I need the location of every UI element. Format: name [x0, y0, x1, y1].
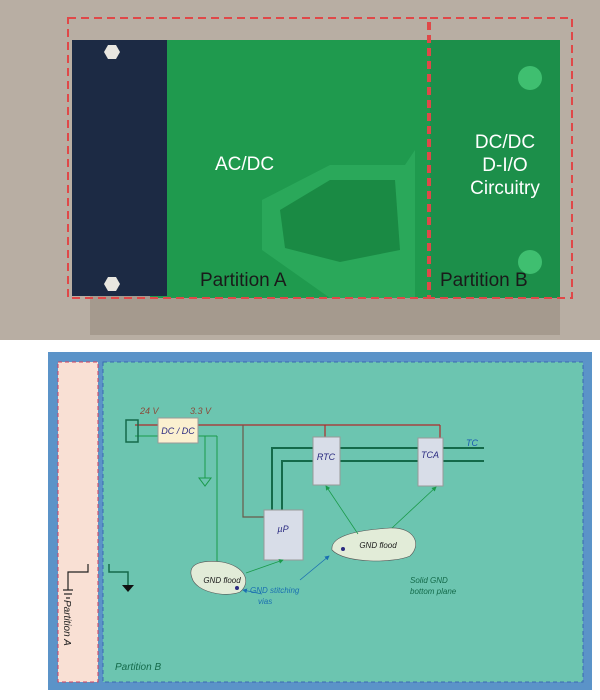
ground-icon [108, 564, 134, 592]
partition-b-outline [429, 17, 573, 299]
ground-lines [135, 435, 218, 563]
tca-label: TCA [421, 450, 439, 460]
block-diagram: 24 V 3.3 V DC / DC RTC TCA [48, 352, 592, 690]
stitching-label-line2: vias [258, 597, 272, 606]
gnd-flood-2-label: GND flood [359, 541, 397, 550]
power-rail [135, 424, 441, 438]
rtc-block [312, 436, 341, 486]
microprocessor-block [263, 509, 304, 561]
acdc-label: AC/DC [215, 154, 274, 175]
tca-block [417, 437, 444, 487]
gnd-flood-1 [190, 561, 246, 595]
capacitor [518, 66, 542, 90]
signal-bus [271, 447, 484, 510]
partition-a-outline [67, 17, 429, 299]
partition-b-label: Partition B [115, 662, 161, 673]
screw-head [104, 45, 120, 59]
solid-gnd-label-line2: bottom plane [410, 587, 457, 596]
tc-label: TC [466, 438, 478, 448]
pcb-photo: AC/DC DC/DC D-I/O Circuitry Partition A … [0, 0, 600, 340]
up-power-line [242, 425, 264, 518]
gnd-flood-2 [331, 527, 416, 562]
via-dot [341, 547, 345, 551]
capacitor [518, 250, 542, 274]
earth-ground-icon [63, 564, 89, 599]
microprocessor-label: µP [277, 524, 288, 534]
rtc-label: RTC [317, 452, 336, 462]
via-dot [235, 586, 239, 590]
partition-b-region [102, 361, 584, 683]
photo-partition-a-label: Partition A [200, 270, 287, 291]
screw-head [104, 277, 120, 291]
partition-a-region [57, 361, 99, 683]
partition-a-label: Partition A [61, 600, 72, 646]
voltage-in-label: 24 V [139, 406, 160, 416]
ground-connection-arrows [245, 485, 437, 574]
voltage-out-label: 3.3 V [190, 406, 212, 416]
dcdc-block-label: DC / DC [161, 426, 195, 436]
stitching-label-line1: GND stitching [250, 586, 300, 595]
dcdc-label-line3: Circuitry [470, 178, 540, 199]
stitching-arrows [242, 555, 330, 595]
dcdc-label-line1: DC/DC [475, 132, 535, 153]
power-connector [125, 419, 139, 443]
gnd-flood-1-label: GND flood [203, 576, 241, 585]
solid-gnd-label-line1: Solid GND [410, 576, 448, 585]
dcdc-label-line2: D-I/O [482, 155, 527, 176]
heatsink [72, 40, 167, 296]
photo-partition-b-label: Partition B [440, 270, 528, 291]
dcdc-block [157, 417, 199, 444]
